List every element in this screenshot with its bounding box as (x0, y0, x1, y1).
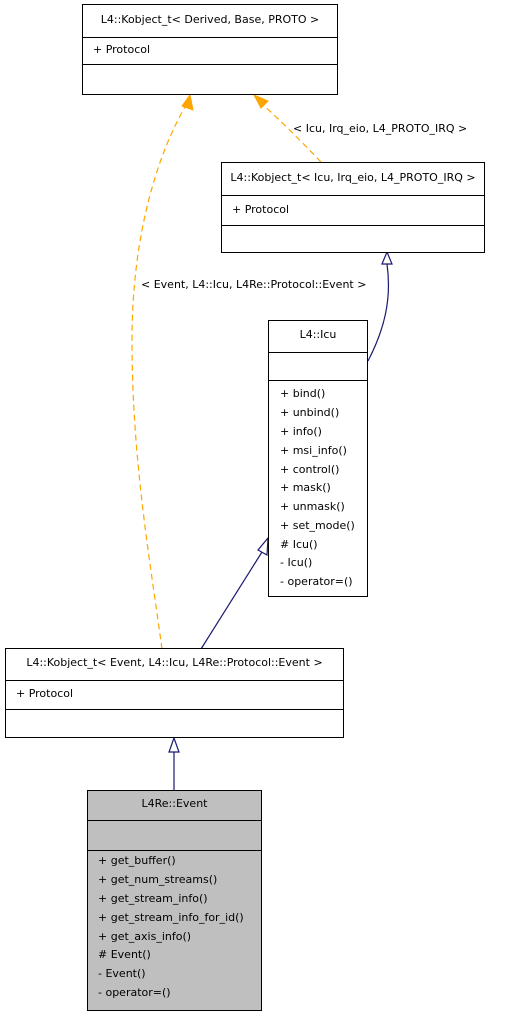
methods-section (83, 64, 337, 94)
method-row: + msi_info() (280, 444, 347, 457)
attribute-row: + Protocol (16, 687, 74, 700)
method-row: + bind() (280, 387, 326, 400)
class-icu[interactable]: L4::Icu + bind() + unbind() + info() + m… (268, 320, 368, 597)
method-row: + get_buffer() (98, 854, 176, 867)
class-title: L4::Icu (299, 328, 337, 341)
methods-section (6, 709, 343, 737)
class-kobject-generic[interactable]: L4::Kobject_t< Derived, Base, PROTO > + … (82, 4, 338, 95)
method-row: + get_stream_info_for_id() (98, 911, 244, 924)
inheritance-arrowhead-kobject-event (257, 536, 269, 556)
methods-section: + get_buffer() + get_num_streams() + get… (88, 850, 261, 1010)
method-row: + get_num_streams() (98, 873, 218, 886)
inheritance-edge-kobject-event (200, 551, 263, 650)
template-edge-icu (261, 103, 322, 163)
class-event[interactable]: L4Re::Event + get_buffer() + get_num_str… (87, 790, 262, 1011)
method-row: + unbind() (280, 406, 340, 419)
method-row: + unmask() (280, 500, 345, 513)
methods-section (222, 225, 484, 252)
method-row: + mask() (280, 481, 331, 494)
template-label-event: < Event, L4::Icu, L4Re::Protocol::Event … (141, 278, 367, 291)
method-row: - operator=() (280, 575, 353, 588)
methods-section: + bind() + unbind() + info() + msi_info(… (269, 380, 367, 596)
method-row: + get_axis_info() (98, 930, 192, 943)
attribute-row: + Protocol (232, 203, 290, 216)
template-label-icu: < Icu, Irq_eio, L4_PROTO_IRQ > (293, 122, 468, 135)
method-row: + info() (280, 425, 322, 438)
attributes-section: + Protocol (222, 195, 484, 225)
class-title: L4::Kobject_t< Derived, Base, PROTO > (100, 13, 320, 26)
class-title: L4Re::Event (141, 797, 208, 810)
inheritance-edge-icu (367, 263, 390, 362)
method-row: + control() (280, 463, 340, 476)
method-row: + get_stream_info() (98, 892, 208, 905)
attributes-section (88, 820, 261, 850)
method-row: - Icu() (280, 556, 313, 569)
inheritance-arrowhead-icu (381, 250, 393, 265)
method-row: - operator=() (98, 986, 171, 999)
attributes-section (269, 352, 367, 380)
attributes-section: + Protocol (6, 680, 343, 709)
attribute-row: + Protocol (93, 43, 151, 56)
template-arrowhead-event (181, 93, 194, 111)
attributes-section: + Protocol (83, 37, 337, 64)
inheritance-arrowhead-event (168, 736, 180, 753)
class-title: L4::Kobject_t< Event, L4::Icu, L4Re::Pro… (26, 656, 323, 669)
method-row: # Event() (98, 948, 151, 961)
class-kobject-event[interactable]: L4::Kobject_t< Event, L4::Icu, L4Re::Pro… (5, 648, 344, 738)
class-kobject-icu[interactable]: L4::Kobject_t< Icu, Irq_eio, L4_PROTO_IR… (221, 162, 485, 253)
template-arrowhead-icu (252, 93, 269, 109)
method-row: # Icu() (280, 538, 318, 551)
template-edge-event (131, 106, 186, 650)
method-row: - Event() (98, 967, 146, 980)
method-row: + set_mode() (280, 519, 355, 532)
class-title: L4::Kobject_t< Icu, Irq_eio, L4_PROTO_IR… (230, 171, 476, 184)
